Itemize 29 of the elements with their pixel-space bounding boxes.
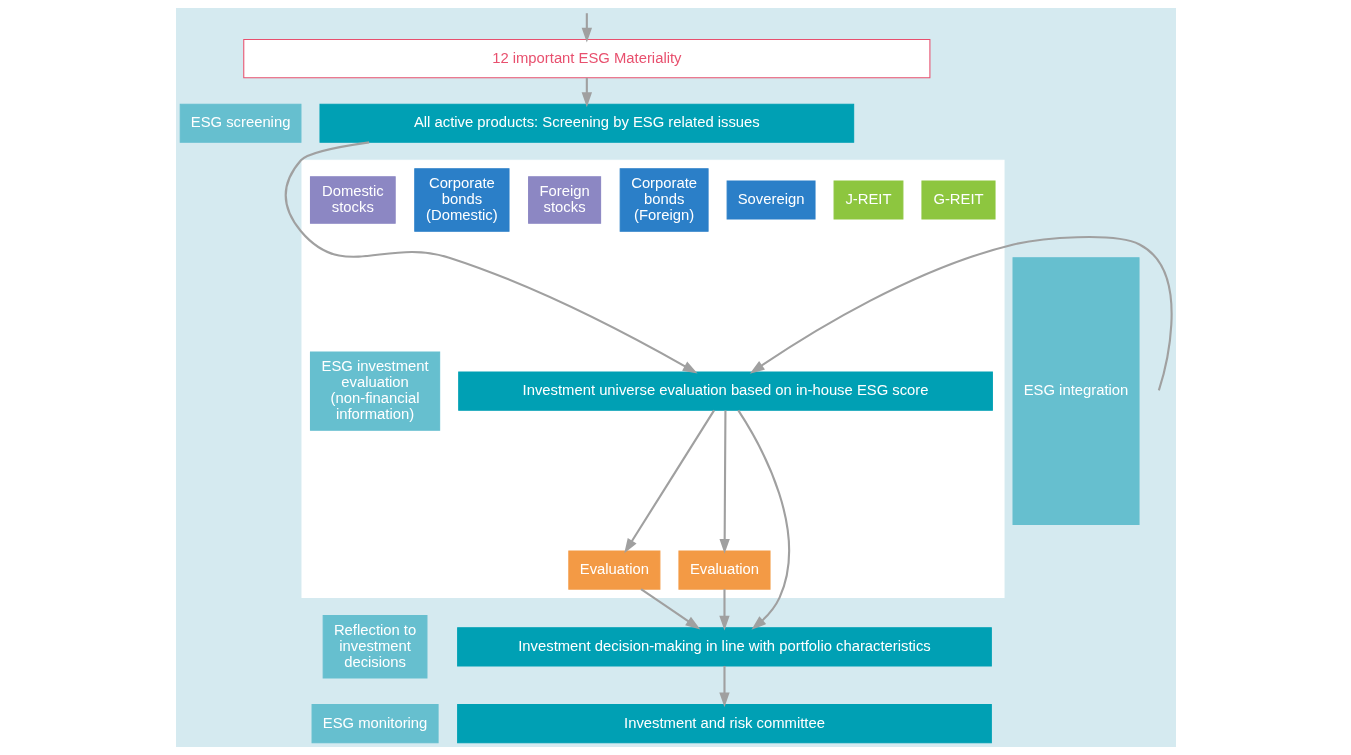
node-box: Investment decision-making in line with portfolio characteristics bbox=[456, 627, 992, 667]
arrow bbox=[581, 13, 592, 43]
node-box: ESG screening bbox=[179, 103, 301, 143]
node-box: ESG integration bbox=[1012, 257, 1140, 526]
node-box: Reflection to investment decisions bbox=[322, 615, 427, 679]
arrow bbox=[639, 588, 700, 630]
arrow bbox=[718, 589, 730, 631]
arrow bbox=[284, 141, 698, 374]
node-box: J-REIT bbox=[833, 180, 903, 220]
arrow bbox=[718, 410, 730, 554]
node-box: Investment universe evaluation based on in-house ESG score bbox=[457, 371, 993, 411]
node-box: G-REIT bbox=[920, 180, 996, 220]
node-box: All active products: Screening by ESG related issues bbox=[318, 103, 854, 143]
cluster bbox=[300, 159, 1005, 599]
arrow bbox=[736, 409, 790, 630]
node-box: ESG investment evaluation (non-financial information) bbox=[309, 351, 440, 431]
node-box: Domestic stocks bbox=[309, 176, 396, 224]
arrow bbox=[623, 409, 715, 554]
node-box: Corporate bonds (Domestic) bbox=[413, 168, 510, 232]
node-box: Corporate bonds (Foreign) bbox=[619, 168, 709, 232]
node-box: ESG monitoring bbox=[311, 704, 439, 744]
node-box: Sovereign bbox=[726, 180, 816, 220]
node-box: Investment and risk committee bbox=[456, 704, 992, 744]
arrow bbox=[749, 236, 1173, 391]
node-box: Foreign stocks bbox=[527, 176, 601, 224]
node-box: Evaluation bbox=[567, 550, 660, 590]
node-box: 12 important ESG Materiality bbox=[242, 39, 930, 79]
node-box: Evaluation bbox=[677, 550, 771, 590]
arrow bbox=[718, 665, 730, 708]
